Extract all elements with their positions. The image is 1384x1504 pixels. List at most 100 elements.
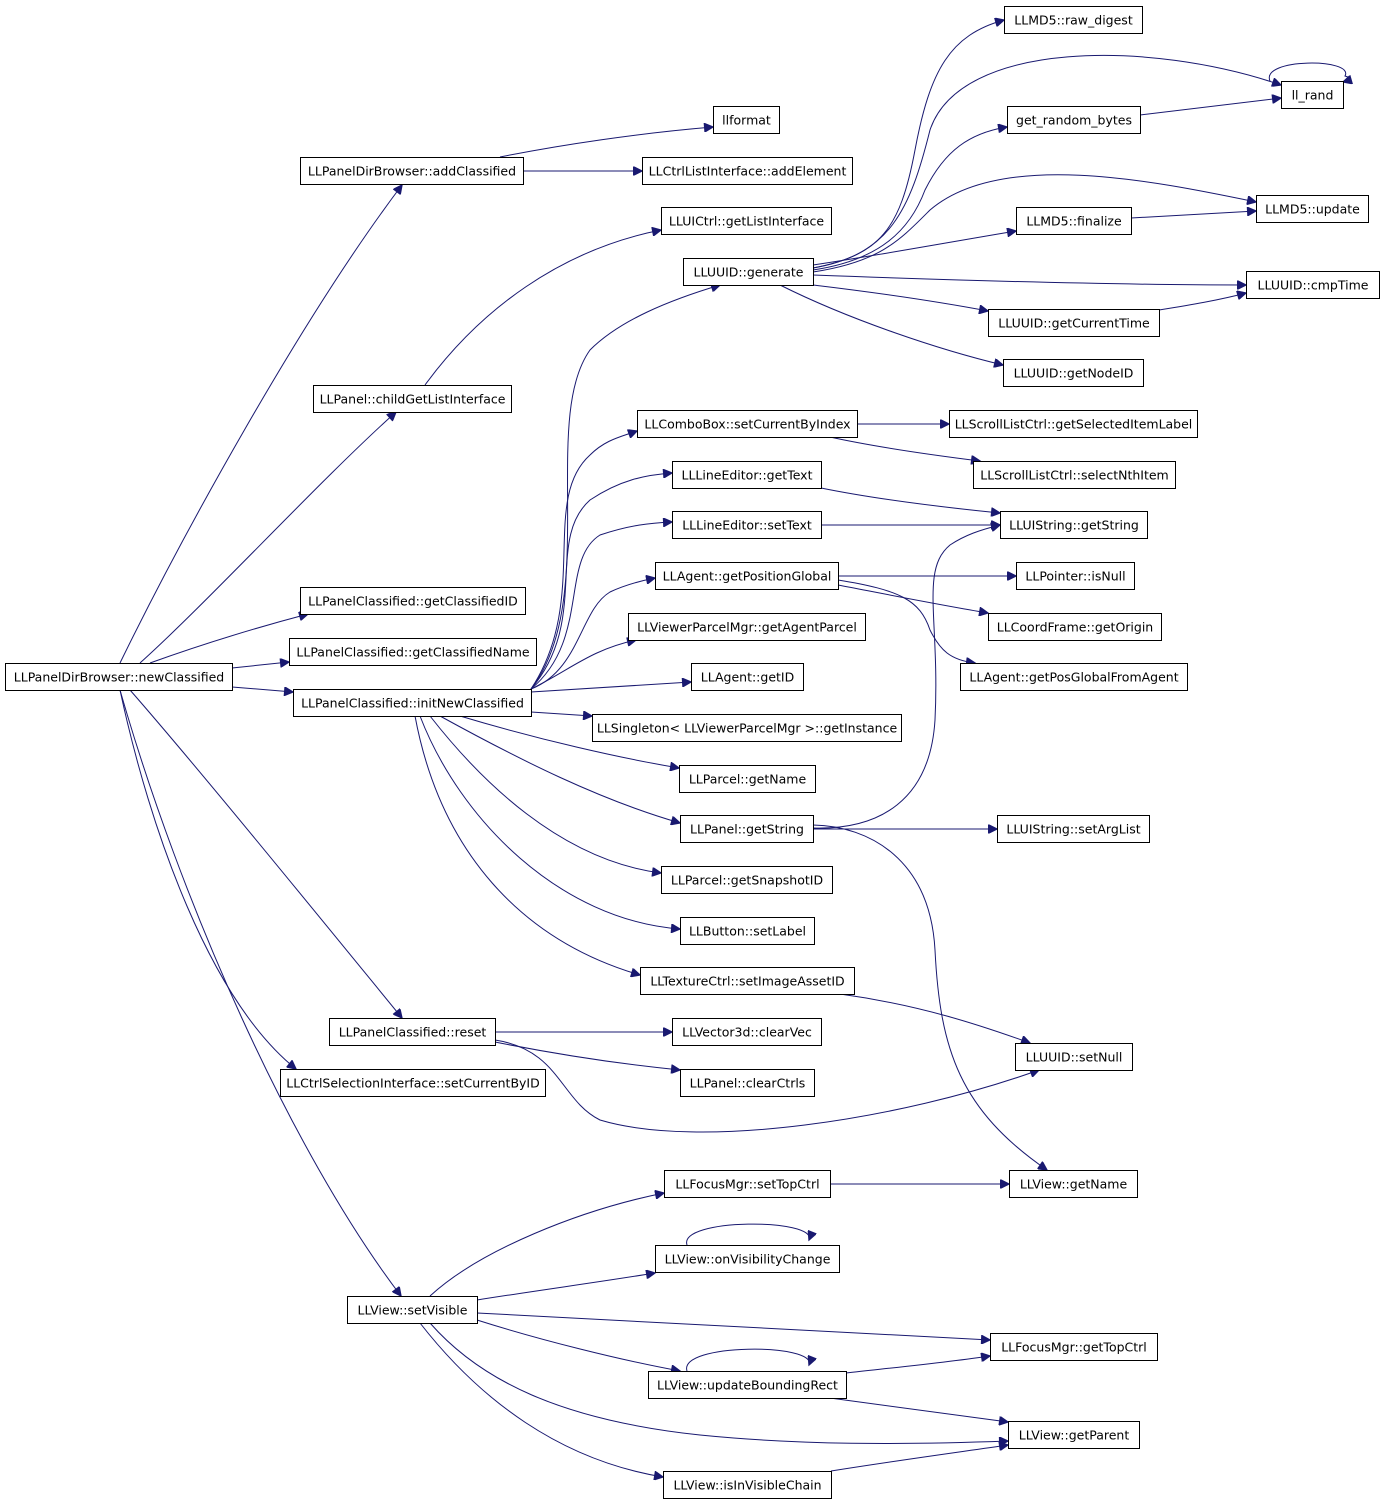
node-label: LLCtrlListInterface::addElement <box>649 164 847 179</box>
node-setCurrentByIndex[interactable]: LLComboBox::setCurrentByIndex <box>637 410 858 438</box>
node-reset[interactable]: LLPanelClassified::reset <box>329 1018 496 1046</box>
node-setVisible[interactable]: LLView::setVisible <box>347 1296 478 1324</box>
node-box <box>1008 1421 1140 1449</box>
node-label: LLView::onVisibilityChange <box>665 1252 831 1267</box>
node-label: LLUIString::getString <box>1009 518 1139 533</box>
node-label: get_random_bytes <box>1016 113 1132 128</box>
call-edge-setCurrentByIndex-to-selectNthItem <box>829 436 980 461</box>
node-setArgList[interactable]: LLUIString::setArgList <box>997 815 1150 843</box>
node-label: LLView::isInVisibleChain <box>673 1478 821 1493</box>
node-leSetText[interactable]: LLLineEditor::setText <box>672 511 822 539</box>
node-label: llformat <box>722 113 771 128</box>
node-label: LLPanelClassified::getClassifiedID <box>308 594 518 609</box>
node-clearVec[interactable]: LLVector3d::clearVec <box>672 1018 822 1046</box>
node-label: LLFocusMgr::getTopCtrl <box>1001 1340 1147 1355</box>
node-getOrigin[interactable]: LLCoordFrame::getOrigin <box>988 613 1162 641</box>
node-finalize[interactable]: LLMD5::finalize <box>1016 207 1132 235</box>
call-edge-initNewClassified-to-setCurrentByIndex <box>530 431 637 690</box>
node-label: LLUUID::setNull <box>1026 1050 1123 1065</box>
node-label: LLPanel::clearCtrls <box>690 1076 806 1091</box>
node-label: LLAgent::getID <box>701 670 794 685</box>
call-edge-setVisible-to-onVisibilityChange <box>476 1273 655 1301</box>
node-updateBoundingRect[interactable]: LLView::updateBoundingRect <box>648 1371 847 1399</box>
node-box <box>1256 195 1369 223</box>
call-edge-addClassified-to-llformat <box>499 127 713 158</box>
call-edge-updateBoundingRect-to-getParent <box>829 1397 1008 1422</box>
node-rawDigest[interactable]: LLMD5::raw_digest <box>1004 6 1143 34</box>
node-getInstance[interactable]: LLSingleton< LLViewerParcelMgr >::getIns… <box>592 714 902 742</box>
node-getPositionGlobal[interactable]: LLAgent::getPositionGlobal <box>655 562 839 590</box>
node-getParent[interactable]: LLView::getParent <box>1008 1421 1140 1449</box>
node-getSelectedItemLabel[interactable]: LLScrollListCtrl::getSelectedItemLabel <box>949 410 1198 438</box>
node-getCurrentTime[interactable]: LLUUID::getCurrentTime <box>988 309 1160 337</box>
node-onVisibilityChange[interactable]: LLView::onVisibilityChange <box>655 1245 840 1273</box>
node-isInVisibleChain[interactable]: LLView::isInVisibleChain <box>663 1471 832 1499</box>
call-edge-childGetListInterface-to-getListInterface <box>424 230 661 386</box>
node-setCurrentByID[interactable]: LLCtrlSelectionInterface::setCurrentByID <box>280 1069 546 1097</box>
call-edge-getPositionGlobal-to-getOrigin <box>837 584 988 613</box>
node-parcelGetName[interactable]: LLParcel::getName <box>679 765 816 793</box>
node-setImageAssetID[interactable]: LLTextureCtrl::setImageAssetID <box>640 967 855 995</box>
node-setNull[interactable]: LLUUID::setNull <box>1015 1043 1133 1071</box>
node-getNodeID[interactable]: LLUUID::getNodeID <box>1003 359 1144 387</box>
node-label: LLCoordFrame::getOrigin <box>997 620 1153 635</box>
node-setLabel[interactable]: LLButton::setLabel <box>680 917 815 945</box>
call-edge-generate-to-getRandomBytes <box>812 127 1007 271</box>
node-isNull[interactable]: LLPointer::isNull <box>1016 562 1135 590</box>
call-edge-llrand-to-llrand <box>1269 62 1349 82</box>
node-addElement[interactable]: LLCtrlListInterface::addElement <box>642 157 853 185</box>
call-edge-leGetText-to-uiGetString <box>820 487 1000 513</box>
node-box <box>1246 271 1380 299</box>
node-llformat[interactable]: llformat <box>713 106 780 134</box>
call-edge-initNewClassified-to-leGetText <box>530 473 672 690</box>
call-edge-panelGetString-to-uiGetString <box>812 525 1000 829</box>
node-getClassifiedID[interactable]: LLPanelClassified::getClassifiedID <box>300 587 526 615</box>
node-box <box>661 207 832 235</box>
node-panelGetString[interactable]: LLPanel::getString <box>680 815 814 843</box>
node-getRandomBytes[interactable]: get_random_bytes <box>1007 106 1141 134</box>
node-getSnapshotID[interactable]: LLParcel::getSnapshotID <box>661 866 833 894</box>
node-box <box>628 613 866 641</box>
node-initNewClassified[interactable]: LLPanelClassified::initNewClassified <box>293 689 532 717</box>
call-edge-updateBoundingRect-to-updateBoundingRect <box>686 1348 810 1372</box>
call-edge-root-to-childGetListInterface <box>139 412 396 664</box>
call-edge-setVisible-to-isInVisibleChain <box>419 1322 663 1477</box>
node-selectNthItem[interactable]: LLScrollListCtrl::selectNthItem <box>973 461 1176 489</box>
node-label: LLUUID::getCurrentTime <box>998 316 1150 331</box>
call-edge-root-to-getClassifiedID <box>149 614 308 664</box>
node-root[interactable]: LLPanelDirBrowser::newClassified <box>5 663 233 691</box>
node-getAgentParcel[interactable]: LLViewerParcelMgr::getAgentParcel <box>628 613 866 641</box>
node-cmpTime[interactable]: LLUUID::cmpTime <box>1246 271 1380 299</box>
node-label: LLMD5::update <box>1265 202 1360 217</box>
node-label: ll_rand <box>1292 88 1334 103</box>
node-clearCtrls[interactable]: LLPanel::clearCtrls <box>680 1069 815 1097</box>
node-box <box>691 663 804 691</box>
node-llrand[interactable]: ll_rand <box>1281 81 1344 109</box>
node-box <box>655 562 839 590</box>
function-nodes: LLPanelDirBrowser::newClassified LLPanelD… <box>5 6 1380 1499</box>
node-box <box>679 765 816 793</box>
node-setTopCtrl[interactable]: LLFocusMgr::setTopCtrl <box>664 1170 831 1198</box>
node-getTopCtrl[interactable]: LLFocusMgr::getTopCtrl <box>990 1333 1158 1361</box>
node-label: LLAgent::getPositionGlobal <box>663 569 832 584</box>
node-getPosGlobalFromAgent[interactable]: LLAgent::getPosGlobalFromAgent <box>960 663 1188 691</box>
node-box <box>990 1333 1158 1361</box>
node-leGetText[interactable]: LLLineEditor::getText <box>672 461 822 489</box>
node-generate[interactable]: LLUUID::generate <box>683 258 814 286</box>
node-uiGetString[interactable]: LLUIString::getString <box>1000 511 1148 539</box>
node-box <box>1281 81 1344 109</box>
node-label: LLMD5::finalize <box>1026 214 1122 229</box>
node-getClassifiedName[interactable]: LLPanelClassified::getClassifiedName <box>289 638 537 666</box>
node-label: LLAgent::getPosGlobalFromAgent <box>969 670 1178 685</box>
node-viewGetName[interactable]: LLView::getName <box>1009 1170 1138 1198</box>
call-edge-generate-to-getCurrentTime <box>812 284 988 311</box>
node-agentGetID[interactable]: LLAgent::getID <box>691 663 804 691</box>
call-edge-setVisible-to-updateBoundingRect <box>476 1319 680 1371</box>
node-label: LLViewerParcelMgr::getAgentParcel <box>637 620 857 635</box>
node-addClassified[interactable]: LLPanelDirBrowser::addClassified <box>300 157 524 185</box>
node-childGetListInterface[interactable]: LLPanel::childGetListInterface <box>313 385 512 413</box>
node-getListInterface[interactable]: LLUICtrl::getListInterface <box>661 207 832 235</box>
node-md5update[interactable]: LLMD5::update <box>1256 195 1369 223</box>
node-label: LLPanel::getString <box>690 822 804 837</box>
